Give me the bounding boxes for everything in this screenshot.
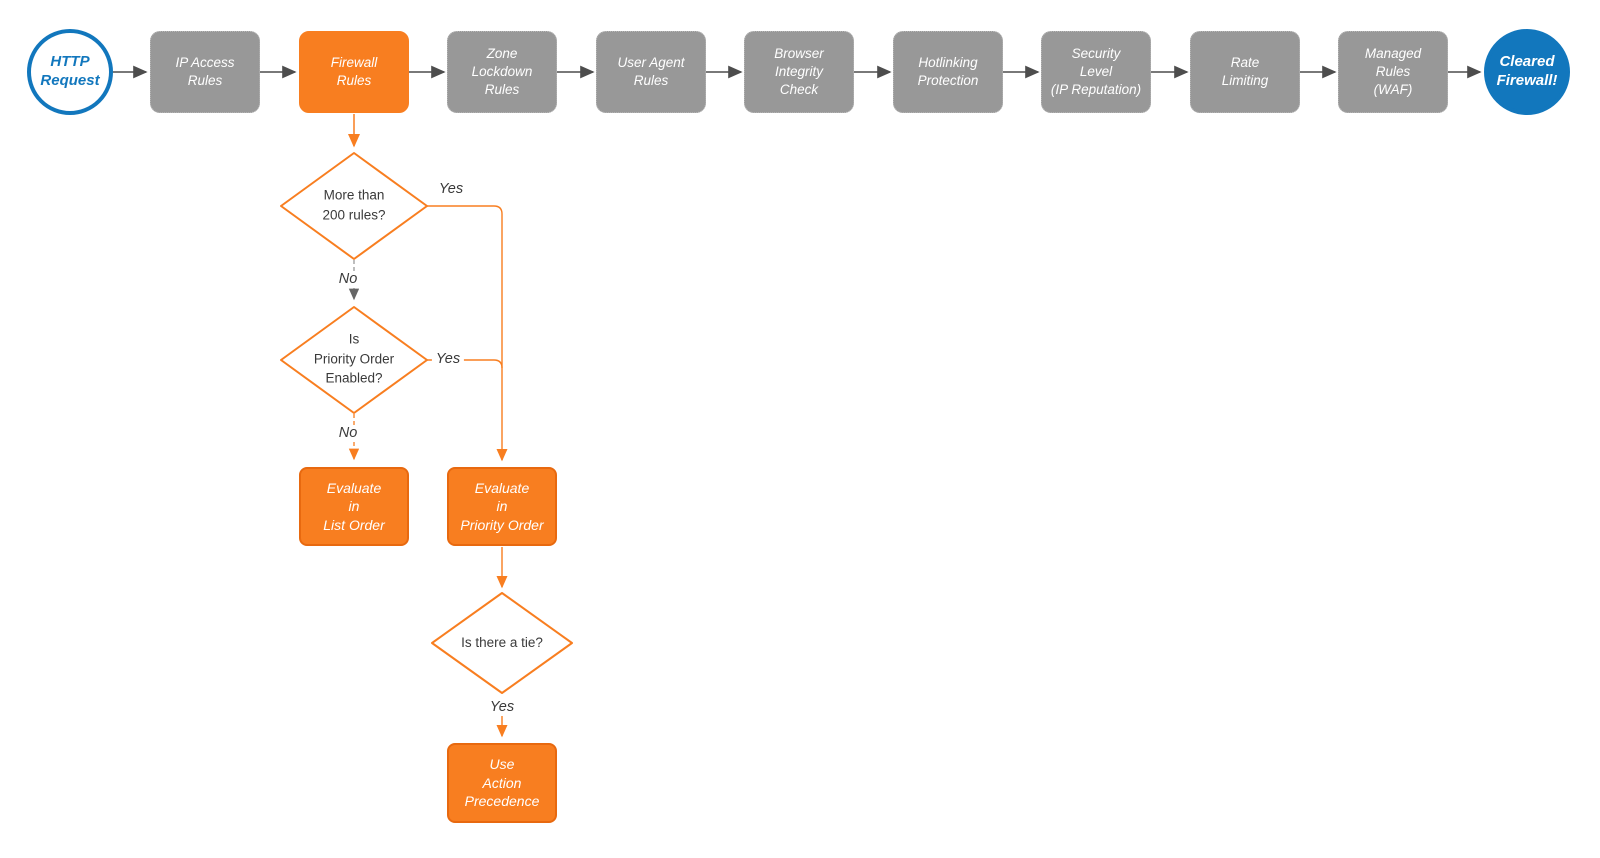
decision-diamond-priority-order-enabled xyxy=(280,306,428,414)
action-label: Use Action Precedence xyxy=(464,756,540,810)
stage-label: Managed Rules (WAF) xyxy=(1364,45,1422,98)
stage-browser-integrity-check: Browser Integrity Check xyxy=(744,31,854,113)
start-node-http-request: HTTP Request xyxy=(27,29,113,115)
action-use-action-precedence: Use Action Precedence xyxy=(447,743,557,823)
branch-label-yes-3: Yes xyxy=(485,699,519,715)
branch-label-yes-1: Yes xyxy=(438,181,464,197)
stage-label: Firewall Rules xyxy=(330,54,378,88)
stage-managed-rules-waf: Managed Rules (WAF) xyxy=(1338,31,1448,113)
branch-label-yes-2: Yes xyxy=(431,351,465,367)
decision2-label: Is Priority Order Enabled? xyxy=(313,331,395,386)
action-evaluate-in-priority-order: Evaluate in Priority Order xyxy=(447,467,557,546)
stage-ip-access-rules: IP Access Rules xyxy=(150,31,260,113)
stage-label: IP Access Rules xyxy=(175,54,235,88)
decision-diamond-more-than-200-rules xyxy=(280,152,428,260)
stage-hotlinking-protection: Hotlinking Protection xyxy=(893,31,1003,113)
stage-rate-limiting: Rate Limiting xyxy=(1190,31,1300,113)
arrow-decision2-yes-join xyxy=(427,359,503,369)
stage-label: Rate Limiting xyxy=(1221,54,1269,88)
stage-label: Browser Integrity Check xyxy=(774,45,824,98)
branch-label-no-1: No xyxy=(334,271,362,287)
stage-label: Security Level (IP Reputation) xyxy=(1050,45,1142,98)
stage-security-level: Security Level (IP Reputation) xyxy=(1041,31,1151,113)
decision-diamond-is-there-a-tie xyxy=(431,592,573,694)
end-node-label: Cleared Firewall! xyxy=(1496,53,1558,89)
start-node-label: HTTP Request xyxy=(40,53,100,89)
action-label: Evaluate in List Order xyxy=(323,479,385,533)
decision3-label: Is there a tie? xyxy=(461,635,543,651)
action-evaluate-in-list-order: Evaluate in List Order xyxy=(299,467,409,546)
stage-zone-lockdown-rules: Zone Lockdown Rules xyxy=(447,31,557,113)
decision1-label: More than 200 rules? xyxy=(322,187,386,222)
stage-firewall-rules: Firewall Rules xyxy=(299,31,409,113)
branch-label-no-2: No xyxy=(334,425,362,441)
stage-user-agent-rules: User Agent Rules xyxy=(596,31,706,113)
arrow-decision1-yes-to-priority xyxy=(427,205,508,462)
action-label: Evaluate in Priority Order xyxy=(460,479,544,533)
stage-label: User Agent Rules xyxy=(617,54,685,88)
stage-label: Zone Lockdown Rules xyxy=(471,45,533,98)
end-node-cleared-firewall: Cleared Firewall! xyxy=(1484,29,1570,115)
stage-label: Hotlinking Protection xyxy=(917,54,979,88)
